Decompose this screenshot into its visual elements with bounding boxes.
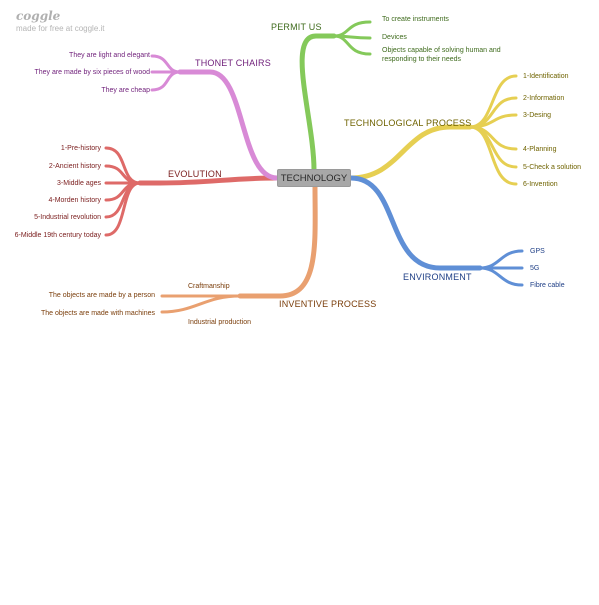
inventive-branch-lines — [160, 184, 318, 314]
thonet-item-light-elegant[interactable]: They are light and elegant — [69, 52, 150, 59]
evolution-item-prehistory[interactable]: 1-Pre-history — [60, 145, 101, 152]
inventive-line-2 — [160, 294, 242, 314]
branch-technological-process[interactable]: TECHNOLOGICAL PROCESS — [344, 118, 472, 128]
central-node-label: TECHNOLOGY — [280, 172, 348, 184]
evolution-line-6 — [104, 181, 142, 237]
process-item-identification[interactable]: 1-Identification — [523, 73, 569, 80]
inventive-sub-industrial-production[interactable]: Industrial production — [188, 319, 252, 326]
environment-item-5g[interactable]: 5G — [530, 265, 540, 272]
process-item-check-solution[interactable]: 5-Check a solution — [523, 164, 581, 171]
permit-item-objects-line1[interactable]: Objects capable of solving human and — [382, 47, 501, 54]
evolution-item-19th-century-today[interactable]: 6-Middle 19th century today — [14, 232, 101, 239]
process-main-line — [348, 124, 473, 181]
inventive-item-made-with-machines[interactable]: The objects are made with machines — [41, 310, 155, 317]
process-item-desing[interactable]: 3-Desing — [523, 112, 552, 119]
environment-item-fibre-cable[interactable]: Fibre cable — [530, 282, 565, 289]
branch-evolution[interactable]: EVOLUTION — [168, 169, 222, 179]
inventive-sub-craftmanship[interactable]: Craftmanship — [188, 283, 230, 290]
process-branch-lines — [348, 74, 518, 186]
environment-item-gps[interactable]: GPS — [530, 248, 545, 255]
environment-line-1 — [478, 249, 524, 270]
process-line-1 — [468, 74, 518, 129]
thonet-item-cheap[interactable]: They are cheap — [101, 87, 150, 94]
inventive-item-made-by-person[interactable]: The objects are made by a person — [48, 292, 155, 299]
branch-inventive-process[interactable]: INVENTIVE PROCESS — [279, 299, 377, 309]
branch-thonet-chairs[interactable]: THONET CHAIRS — [195, 58, 271, 68]
process-line-6 — [468, 125, 518, 186]
evolution-item-industrial-revolution[interactable]: 5-Industrial revolution — [34, 214, 101, 221]
evolution-branch-lines — [104, 146, 280, 237]
evolution-item-ancient-history[interactable]: 2-Ancient history — [48, 163, 101, 170]
central-node[interactable]: TECHNOLOGY — [277, 169, 351, 187]
evolution-item-modern-history[interactable]: 4-Morden history — [48, 197, 101, 204]
permit-item-devices[interactable]: Devices — [382, 34, 407, 41]
permit-item-create-instruments[interactable]: To create instruments — [382, 16, 449, 23]
permit-line-1 — [332, 20, 372, 38]
permit-branch-lines — [299, 20, 372, 173]
process-line-3 — [468, 113, 518, 129]
environment-main-line — [348, 175, 483, 271]
coggle-logo: coggle — [16, 9, 61, 23]
thonet-item-six-pieces-wood[interactable]: They are made by six pieces of wood — [34, 69, 150, 76]
thonet-line-3 — [150, 70, 182, 92]
branch-environment[interactable]: ENVIRONMENT — [403, 272, 472, 282]
thonet-line-1 — [150, 54, 182, 74]
coggle-watermark-text[interactable]: made for free at coggle.it — [16, 24, 105, 33]
process-item-information[interactable]: 2-Information — [523, 95, 565, 102]
thonet-main-line — [177, 69, 280, 181]
process-item-invention[interactable]: 6-Invention — [523, 181, 558, 188]
evolution-main-line — [137, 175, 280, 186]
permit-item-objects-line2: responding to their needs — [382, 56, 461, 63]
permit-main-line — [299, 33, 337, 173]
evolution-item-middle-ages[interactable]: 3-Middle ages — [57, 180, 101, 187]
permit-line-3 — [332, 34, 372, 56]
thonet-branch-lines — [150, 54, 280, 181]
process-item-planning[interactable]: 4-Planning — [523, 146, 557, 153]
branch-permit-us[interactable]: PERMIT US — [271, 22, 322, 32]
environment-branch-lines — [348, 175, 524, 287]
inventive-main-line — [237, 184, 318, 299]
environment-line-3 — [478, 266, 524, 287]
